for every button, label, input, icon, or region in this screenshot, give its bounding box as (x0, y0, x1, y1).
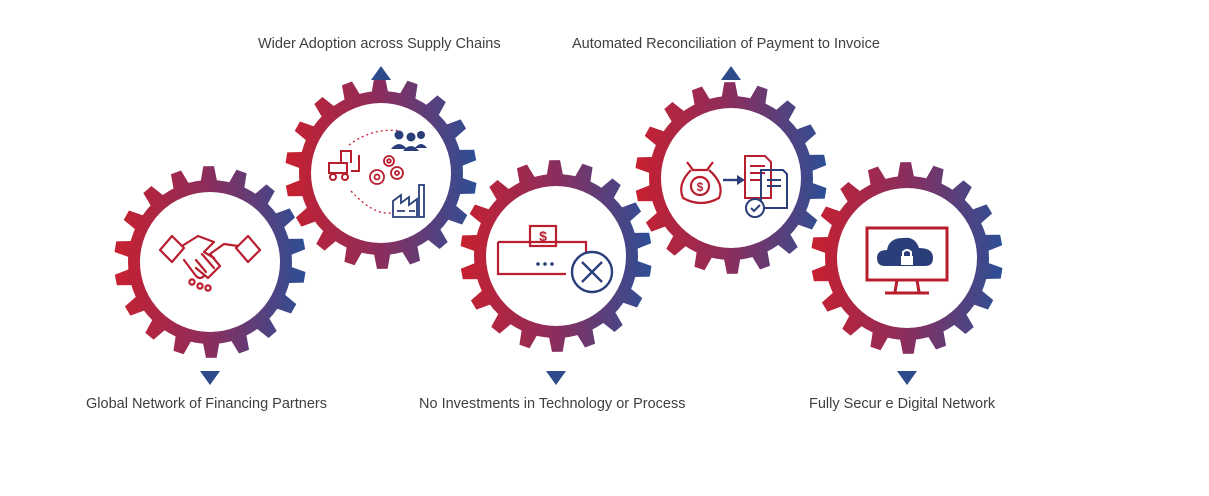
no-investment-icon: $ (496, 224, 614, 294)
marker-up-4 (721, 66, 741, 80)
gear-5 (811, 162, 1003, 354)
handshake-icon (158, 234, 262, 292)
step-label-secure-network: Fully Secur e Digital Network (809, 396, 996, 412)
marker-up-2 (371, 66, 391, 80)
gear-1 (114, 166, 306, 358)
secure-network-icon (865, 226, 949, 295)
step-label-global-network: Global Network of Financing Partners (86, 396, 327, 412)
step-label-wider-adoption: Wider Adoption across Supply Chains (258, 36, 501, 52)
gear-3: $ (460, 160, 652, 352)
marker-down-3 (546, 371, 566, 385)
step-label-automated-reconciliation: Automated Reconciliation of Payment to I… (572, 36, 880, 52)
gear-4: $ (635, 82, 827, 274)
supply-chain-icon (328, 129, 427, 218)
svg-text:$: $ (697, 180, 704, 194)
gear-2 (285, 77, 477, 269)
marker-down-1 (200, 371, 220, 385)
reconciliation-icon: $ (680, 155, 788, 218)
marker-down-5 (897, 371, 917, 385)
svg-text:$: $ (539, 228, 547, 244)
step-label-no-investments: No Investments in Technology or Process (419, 396, 686, 412)
